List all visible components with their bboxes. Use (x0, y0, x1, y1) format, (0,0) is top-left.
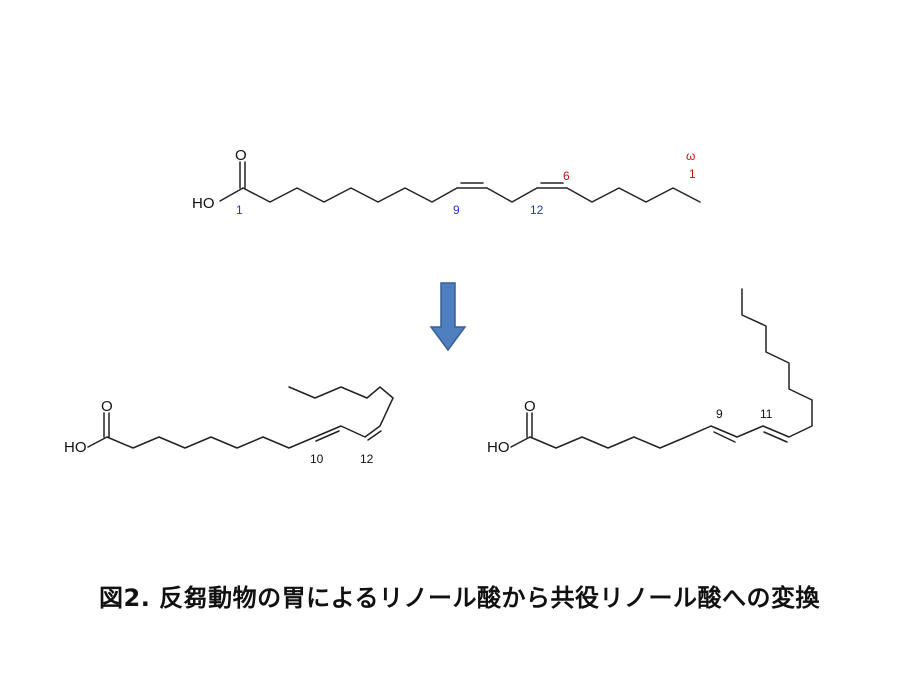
carbon-number-9: 9 (453, 203, 460, 217)
hydroxyl-bond (219, 187, 244, 202)
conversion-arrow (429, 282, 467, 352)
double-bond-c12 (367, 430, 382, 441)
double-bond-c9 (713, 431, 736, 443)
linoleic-acid-structure: O HO 1 9 12 ω 1 6 (192, 147, 701, 217)
hydroxyl-label: HO (64, 439, 87, 456)
oxygen-atom-label: O (524, 398, 536, 415)
cla-10-12-structure: O HO 10 12 (64, 386, 394, 466)
carbon-number-12: 12 (530, 203, 544, 217)
cla-9-11-structure: O HO 9 11 (487, 288, 813, 456)
carbon-number-9: 9 (716, 407, 723, 421)
omega-symbol: ω (686, 149, 695, 163)
omega-number-1: 1 (689, 167, 696, 181)
oxygen-atom-label: O (101, 398, 113, 415)
alkyl-chain (529, 288, 813, 449)
hydroxyl-bond (87, 436, 108, 448)
carbon-number-1: 1 (236, 203, 243, 217)
hydroxyl-label: HO (192, 195, 215, 212)
carbon-number-10: 10 (310, 452, 324, 466)
carbon-number-12: 12 (360, 452, 374, 466)
alkyl-chain (242, 187, 701, 203)
hydroxyl-label: HO (487, 439, 510, 456)
double-bond-c11 (763, 431, 788, 443)
oxygen-atom-label: O (235, 147, 247, 164)
double-bond-c10 (315, 430, 340, 442)
omega-number-6: 6 (563, 169, 570, 183)
figure-caption: 図2. 反芻動物の胃によるリノール酸から共役リノール酸への変換 (99, 584, 820, 612)
hydroxyl-bond (510, 436, 531, 448)
carbon-number-11: 11 (760, 407, 773, 421)
alkyl-chain (106, 386, 394, 449)
down-arrow-icon (429, 282, 467, 352)
